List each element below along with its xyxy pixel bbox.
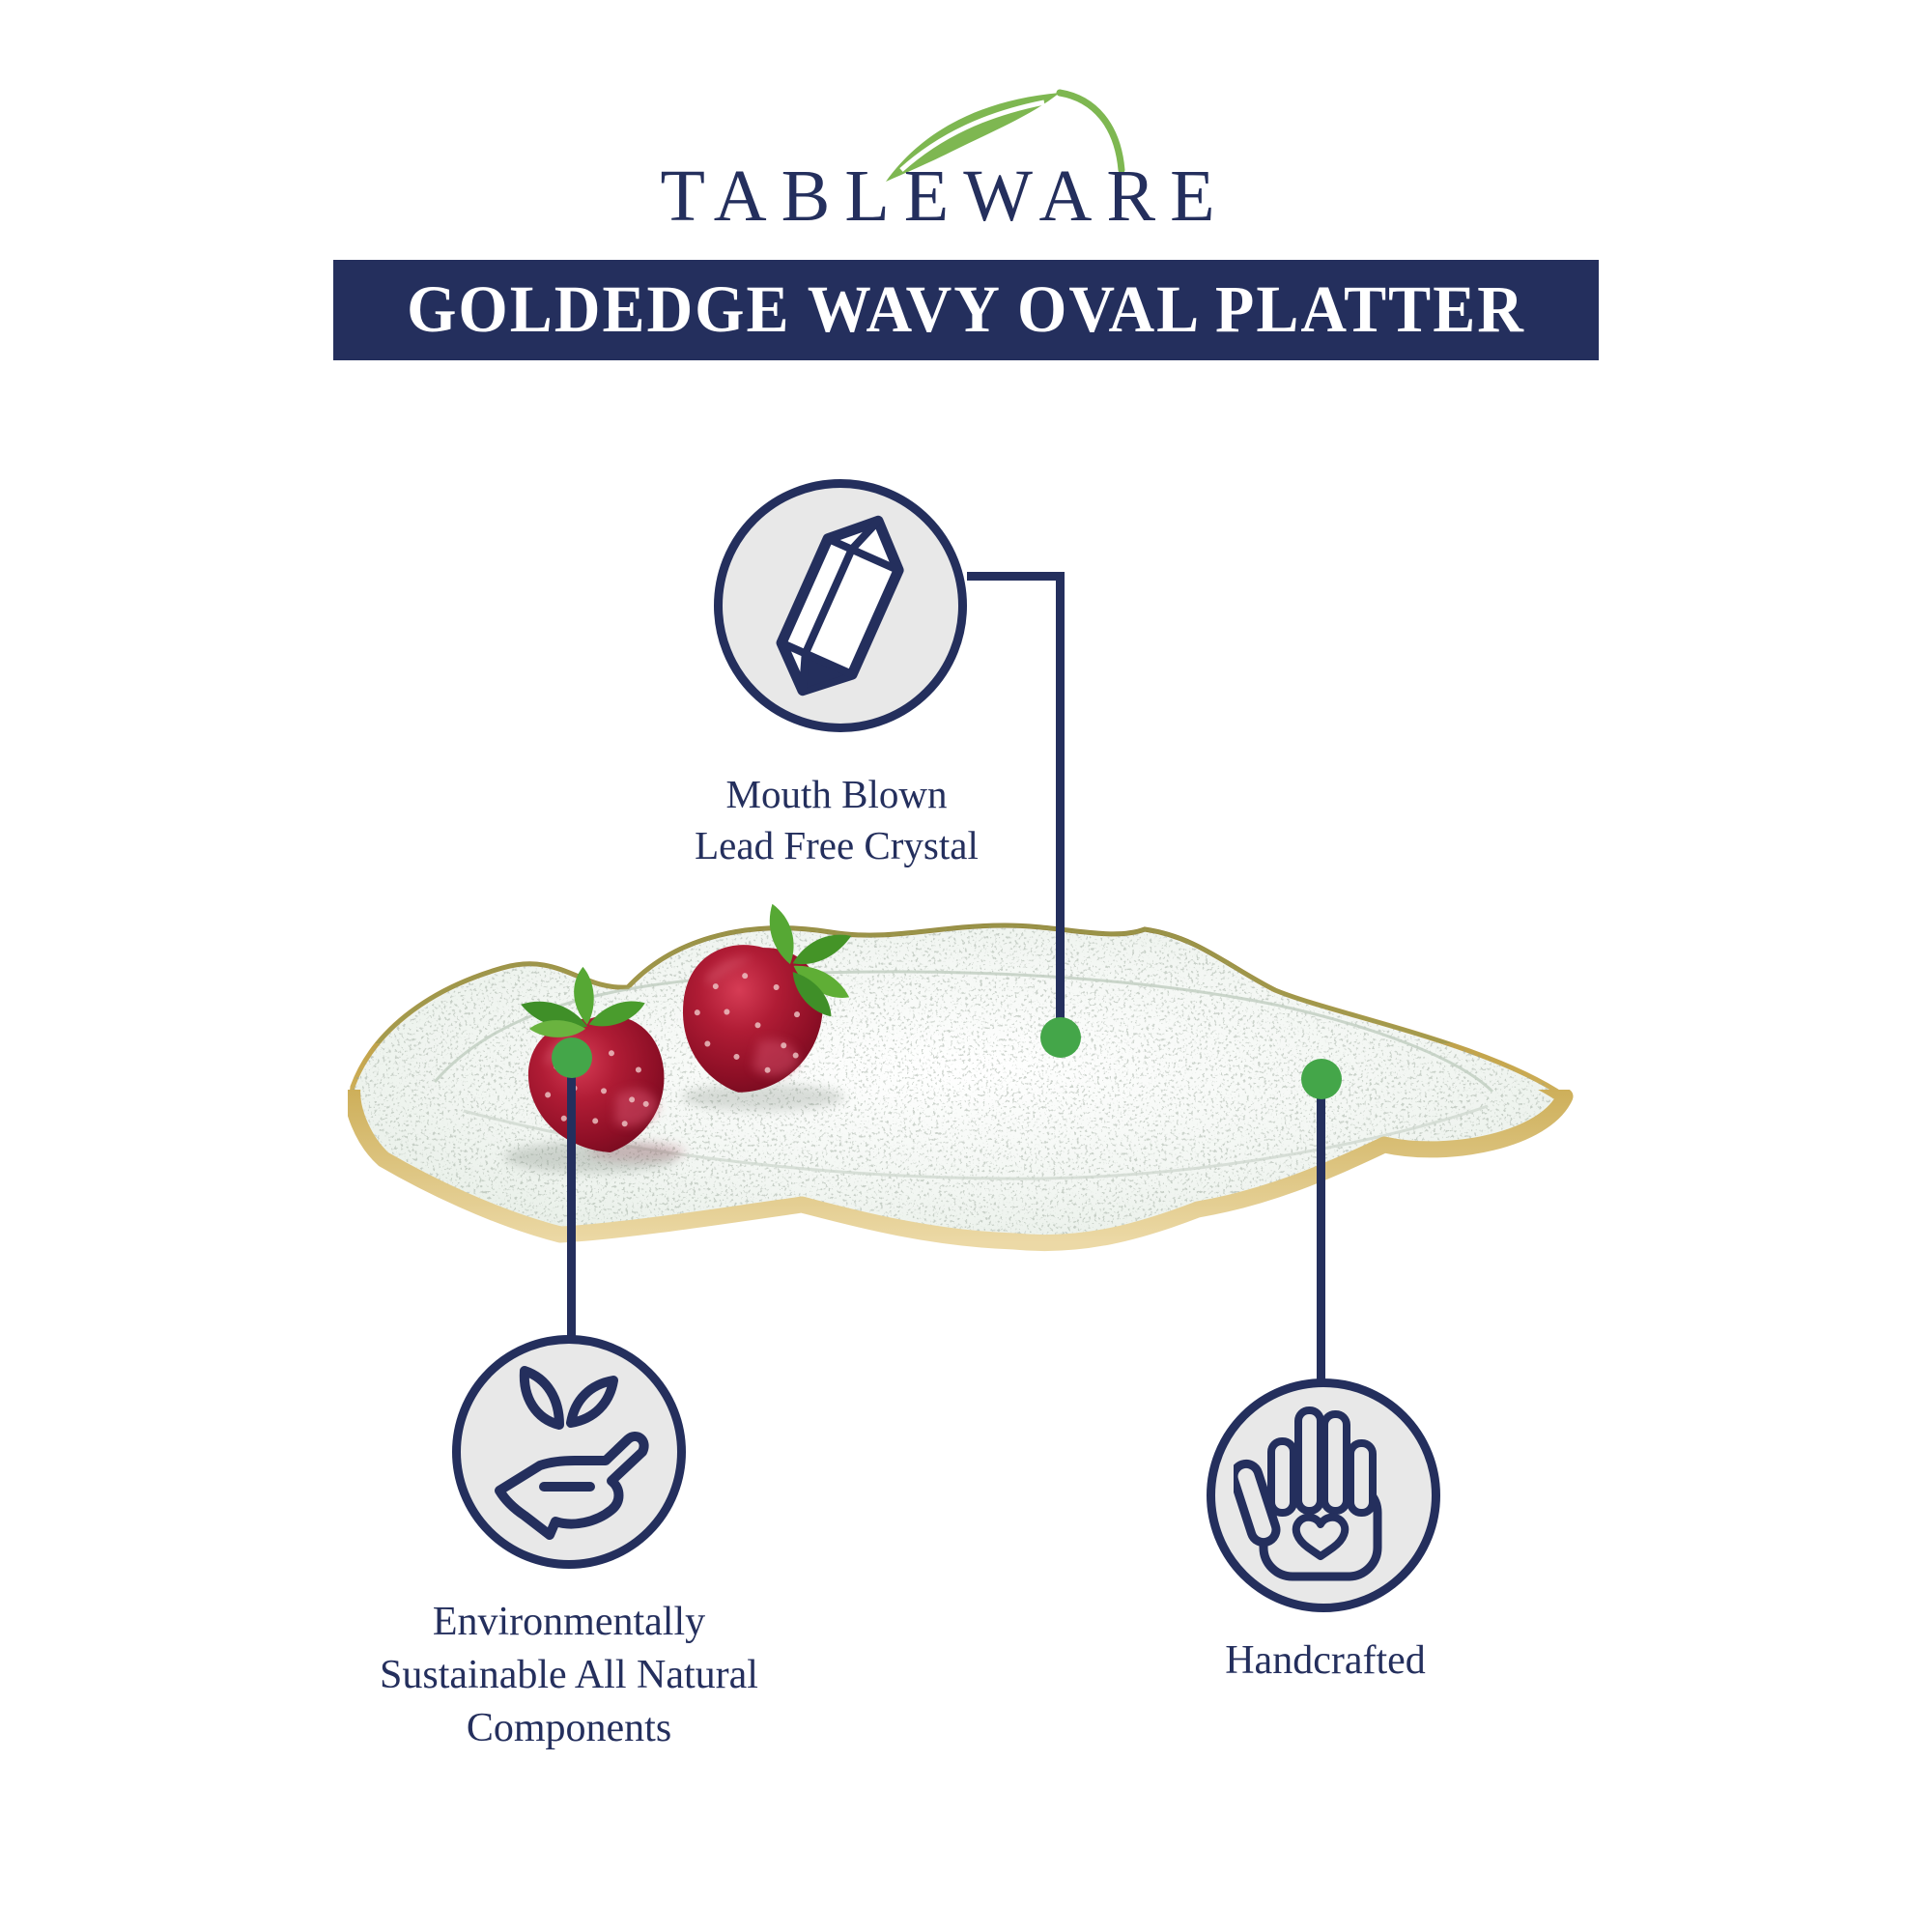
product-photo-platter xyxy=(348,903,1575,1270)
connector-line-crystal-vertical xyxy=(1056,572,1065,1021)
connector-line-crystal-horizontal xyxy=(967,572,1060,581)
strawberry-right xyxy=(683,903,852,1093)
product-title: GOLDEDGE WAVY OVAL PLATTER xyxy=(407,272,1525,347)
brand-name: TABLEWARE xyxy=(660,156,1230,237)
leaf-swoosh-icon xyxy=(886,89,1125,182)
hand-with-heart-icon xyxy=(1234,1406,1382,1581)
eco-feature-badge xyxy=(452,1335,686,1569)
crystal-feature-badge xyxy=(714,479,967,732)
callout-dot-crystal xyxy=(1040,1017,1081,1058)
handcrafted-feature-label: Handcrafted xyxy=(1225,1638,1426,1683)
callout-dot-handcrafted xyxy=(1301,1059,1342,1099)
product-title-banner: GOLDEDGE WAVY OVAL PLATTER xyxy=(333,260,1599,360)
eco-feature-label: Environmentally Sustainable All Natural … xyxy=(380,1600,758,1750)
connector-line-handcrafted xyxy=(1317,1095,1325,1381)
crystal-icon xyxy=(776,515,904,696)
connector-line-eco xyxy=(567,1074,576,1338)
callout-dot-eco xyxy=(552,1037,592,1078)
hand-holding-leaves-icon xyxy=(495,1366,649,1540)
crystal-feature-label: Mouth Blown Lead Free Crystal xyxy=(695,772,979,867)
handcrafted-feature-badge xyxy=(1207,1378,1440,1612)
